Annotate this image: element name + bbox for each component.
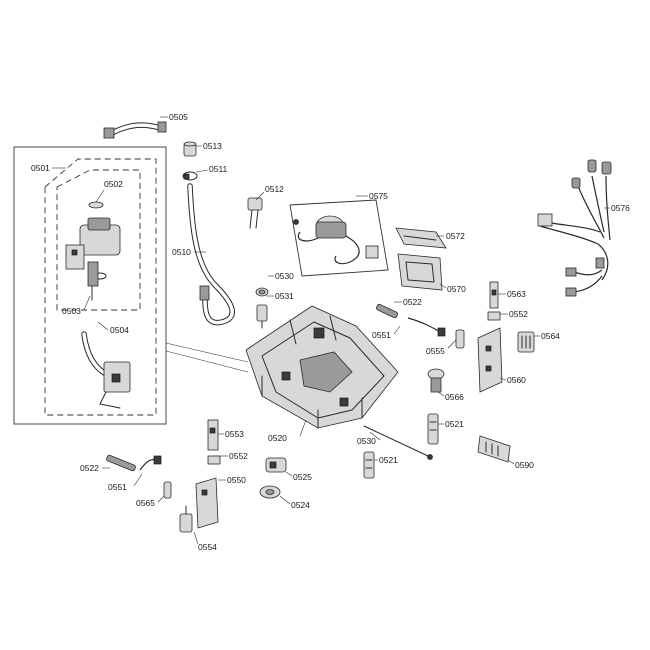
part-0513-cap: [183, 141, 197, 157]
label-0560: 0560: [507, 375, 526, 385]
label-0552-left: 0552: [229, 451, 248, 461]
part-0564-connector: [517, 331, 535, 353]
label-0555-right: 0555: [426, 346, 445, 356]
label-0563: 0563: [507, 289, 526, 299]
part-0554-clip: [179, 505, 193, 533]
label-0501: 0501: [31, 163, 50, 173]
leader-0530-lower: [369, 431, 381, 441]
label-0525: 0525: [293, 472, 312, 482]
part-0511-clamp: [182, 171, 198, 181]
part-0563-bracket: [489, 281, 499, 309]
part-0566-valve: [427, 368, 445, 393]
label-0565: 0565: [136, 498, 155, 508]
label-0504: 0504: [110, 325, 129, 335]
label-0513: 0513: [203, 141, 222, 151]
label-0564: 0564: [541, 331, 560, 341]
label-0531: 0531: [275, 291, 294, 301]
part-0552-clip-right: [487, 311, 501, 321]
part-0521-foot-lower: [363, 451, 375, 479]
label-0572: 0572: [446, 231, 465, 241]
part-0504-hose: [81, 331, 131, 409]
label-0550: 0550: [227, 475, 246, 485]
part-0531-foot: [256, 304, 268, 329]
label-0521-right: 0521: [445, 419, 464, 429]
part-0565-clip: [163, 481, 172, 499]
label-0553: 0553: [225, 429, 244, 439]
label-0566: 0566: [445, 392, 464, 402]
label-0530-lower: 0530: [357, 436, 376, 446]
leader-0503: [83, 295, 91, 311]
leader-0502: [95, 189, 105, 203]
label-0522-right: 0522: [403, 297, 422, 307]
frame-connector-line-lower: [165, 350, 249, 373]
part-0551-switch-right: [407, 317, 446, 337]
leader-0555-right: [447, 339, 457, 349]
part-0551-switch-left: [139, 455, 162, 471]
part-0560-hinge-plate: [477, 327, 503, 393]
part-0521-foot-right: [427, 413, 439, 445]
label-0522-left: 0522: [80, 463, 99, 473]
part-0553-bracket: [207, 419, 219, 451]
part-0550-plate: [195, 477, 219, 529]
assembly-frame-0504: [44, 158, 157, 416]
label-0520: 0520: [268, 433, 287, 443]
leader-0554: [193, 531, 199, 545]
label-0511: 0511: [209, 164, 228, 174]
leader-0504: [97, 321, 109, 331]
label-0570: 0570: [447, 284, 466, 294]
label-0551-left: 0551: [108, 482, 127, 492]
part-0522-sensor-right: [376, 303, 398, 319]
assembly-frame-0501: [13, 146, 167, 425]
part-0512-valve: [247, 197, 263, 229]
label-0590: 0590: [515, 460, 534, 470]
leader-0551-left: [133, 473, 143, 487]
part-0505-inlet-hose: [103, 121, 167, 139]
label-0552-right: 0552: [509, 309, 528, 319]
subassembly-frame-0503: [56, 169, 141, 311]
label-0510: 0510: [172, 247, 191, 257]
leader-0525: [285, 471, 293, 477]
leader-0524: [279, 495, 291, 505]
leader-0511: [195, 169, 209, 173]
part-0552-clip-left: [207, 455, 221, 465]
part-0502-valve-assembly: [65, 201, 121, 301]
part-0576-wiring-harness: [537, 159, 612, 297]
label-0576: 0576: [611, 203, 630, 213]
part-0572-bracket: [395, 227, 447, 249]
leader-0520: [299, 419, 307, 437]
leader-0560: [499, 377, 507, 381]
label-0505: 0505: [169, 112, 188, 122]
part-0555-clip-right: [455, 329, 465, 349]
label-0575: 0575: [369, 191, 388, 201]
label-0551-right: 0551: [372, 330, 391, 340]
part-0530-ring: [255, 287, 269, 297]
leader-0565: [157, 495, 165, 503]
leader-0590: [507, 459, 515, 465]
label-0502: 0502: [104, 179, 123, 189]
leader-0551-right: [393, 325, 401, 335]
part-0570-housing: [397, 253, 443, 291]
part-0575-pump-kit: [289, 199, 389, 277]
part-0530-rod: [363, 425, 433, 460]
part-0522-sensor-left: [106, 454, 136, 472]
label-0521-lower: 0521: [379, 455, 398, 465]
leader-0512: [255, 191, 265, 201]
frame-connector-line-upper: [165, 342, 249, 363]
label-0503: 0503: [62, 306, 81, 316]
part-0590-rail: [477, 435, 511, 463]
leader-0570: [439, 283, 447, 289]
part-0524-impeller: [259, 485, 281, 499]
label-0530-upper: 0530: [275, 271, 294, 281]
label-0524: 0524: [291, 500, 310, 510]
label-0512: 0512: [265, 184, 284, 194]
part-0525-pump-cover: [265, 457, 287, 473]
leader-0566: [437, 391, 445, 397]
part-0510-drain-hose: [187, 183, 235, 326]
part-0520-base-tub: [245, 305, 399, 429]
label-0554: 0554: [198, 542, 217, 552]
